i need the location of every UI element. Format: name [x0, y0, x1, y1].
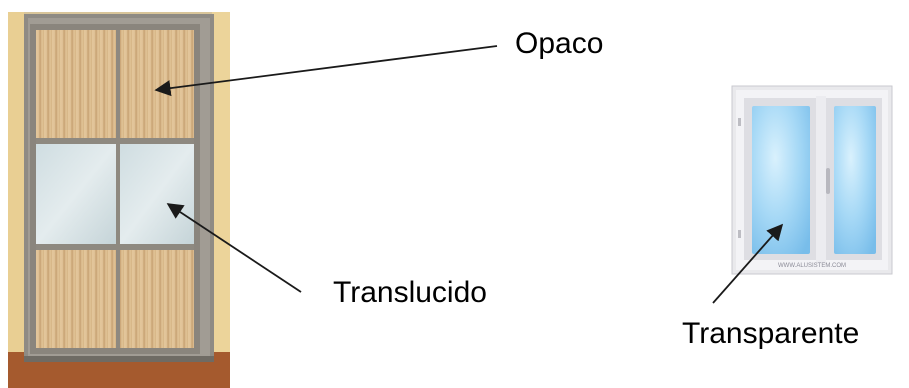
opaque-label: Opaco — [515, 27, 604, 60]
transparent-glass-right — [834, 106, 876, 254]
door-photo — [8, 12, 230, 388]
translucent-label: Translucido — [333, 276, 487, 309]
translucent-glass-panel-left — [36, 144, 116, 244]
window-watermark: WWW.ALUSISTEM.COM — [778, 263, 846, 269]
wood-panel-lower-left — [36, 250, 116, 348]
transparent-glass-left — [752, 106, 810, 254]
translucent-arrow — [166, 203, 302, 293]
opaque-arrow — [154, 45, 498, 97]
translucent-glass-panel-right — [120, 144, 194, 244]
window-handle — [826, 168, 830, 194]
wood-panel-lower-right — [120, 250, 194, 348]
window-photo: WWW.ALUSISTEM.COM — [731, 85, 893, 275]
transparent-label: Transparente — [682, 317, 860, 350]
opaque-wood-panel — [36, 30, 194, 138]
transparent-arrow — [712, 223, 784, 304]
